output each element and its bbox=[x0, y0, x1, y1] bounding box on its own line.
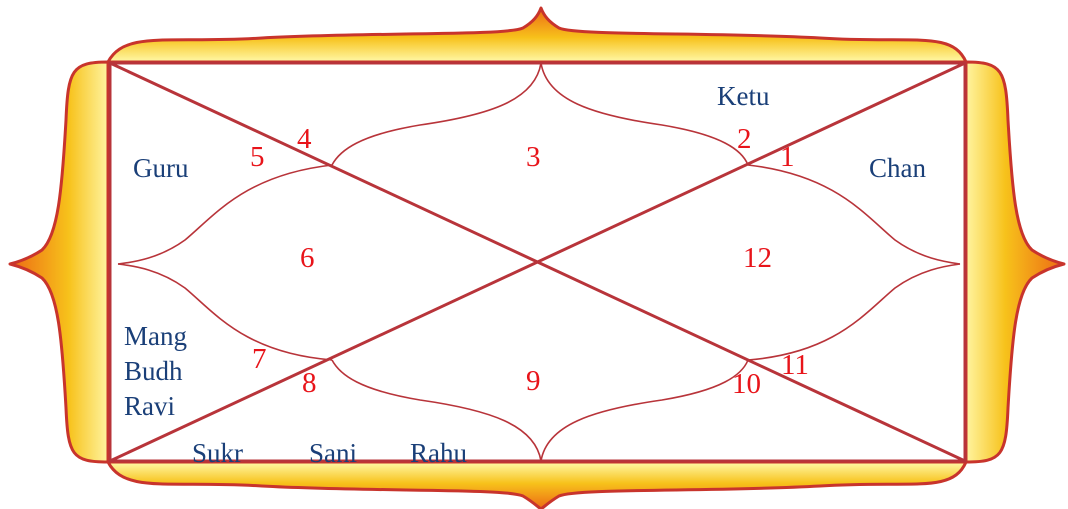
planet-rahu: Rahu bbox=[410, 438, 467, 468]
planet-guru: Guru bbox=[133, 153, 189, 183]
diagonal-line-2 bbox=[109, 61, 966, 463]
house-number-3: 3 bbox=[526, 141, 541, 173]
house-number-5: 5 bbox=[250, 141, 265, 173]
house-number-7: 7 bbox=[252, 343, 267, 375]
planet-sukr: Sukr bbox=[192, 438, 243, 468]
curve-left-top bbox=[117, 164, 333, 265]
frame-bottom-band bbox=[106, 460, 968, 509]
frame-top-band bbox=[106, 6, 968, 64]
frame-right-band bbox=[964, 60, 1066, 464]
planet-budh: Budh bbox=[124, 356, 183, 386]
house-numbers: 1 2 3 4 5 6 7 8 9 10 11 12 bbox=[250, 123, 809, 400]
curve-right-bottom bbox=[747, 263, 961, 361]
curve-top-right bbox=[540, 62, 749, 166]
house-number-1: 1 bbox=[780, 141, 795, 173]
board-border bbox=[108, 61, 967, 463]
frame-left-band bbox=[8, 60, 110, 464]
planet-mang: Mang bbox=[124, 321, 187, 351]
house-number-11: 11 bbox=[781, 349, 809, 381]
planet-sani: Sani bbox=[309, 438, 357, 468]
house-number-8: 8 bbox=[302, 367, 317, 399]
house-number-12: 12 bbox=[743, 242, 772, 274]
planet-chan: Chan bbox=[869, 153, 926, 183]
house-number-10: 10 bbox=[732, 368, 761, 400]
chart-grid bbox=[108, 61, 967, 463]
house-number-2: 2 bbox=[737, 123, 752, 155]
ornamental-frame bbox=[8, 6, 1066, 509]
curve-left-bottom bbox=[117, 263, 333, 361]
planet-ravi: Ravi bbox=[124, 391, 175, 421]
house-number-6: 6 bbox=[300, 242, 315, 274]
curve-bottom-right bbox=[540, 359, 749, 462]
curve-bottom-left bbox=[331, 359, 542, 462]
planet-ketu: Ketu bbox=[717, 81, 770, 111]
curve-top-left bbox=[331, 62, 542, 166]
house-number-9: 9 bbox=[526, 365, 541, 397]
house-number-4: 4 bbox=[297, 123, 312, 155]
planet-labels: Ketu Guru Chan Mang Budh Ravi Sukr Sani … bbox=[124, 81, 926, 468]
curve-right-top bbox=[747, 164, 961, 265]
